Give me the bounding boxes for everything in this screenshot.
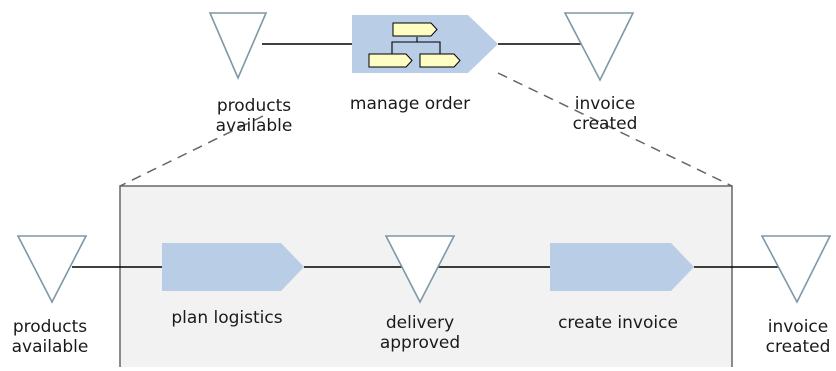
top-end-event-label-line1: invoice [574, 94, 636, 114]
zoom-line-right [497, 72, 733, 187]
detail-function-1-label: plan logistics [157, 308, 297, 328]
top-start-event-label-line1: products [216, 96, 292, 116]
detail-end-event-label-line1: invoice [767, 317, 829, 337]
top-start-event-label-line2: available [215, 116, 293, 136]
top-function-label-text: manage order [349, 94, 471, 114]
detail-start-event-label: products available [0, 317, 100, 357]
zoom-line-left [119, 115, 264, 187]
detail-end-event-label: invoice created [760, 317, 836, 357]
top-end-event-label-line2: created [572, 114, 638, 134]
detail-end-event-shape [760, 235, 832, 304]
detail-middle-event-shape [384, 235, 456, 304]
top-function-label: manage order [340, 94, 480, 114]
detail-start-event-label-line1: products [12, 317, 88, 337]
detail-function-2-label: create invoice [548, 313, 688, 333]
top-start-event-label: products available [204, 96, 304, 136]
detail-middle-event-label-line1: delivery [385, 313, 455, 333]
detail-start-event-shape [16, 235, 88, 304]
top-start-event-shape [208, 12, 268, 81]
detail-start-event-label-line2: available [11, 337, 89, 357]
detail-middle-event-label-line2: approved [379, 333, 461, 353]
detail-function-2-shape[interactable] [550, 243, 694, 291]
top-end-event-label: invoice created [560, 94, 650, 134]
detail-middle-event-label: delivery approved [370, 313, 470, 353]
subprocess-icon [368, 22, 461, 68]
top-end-event-shape [563, 12, 635, 82]
detail-function-2-label-text: create invoice [558, 313, 678, 333]
detail-end-event-label-line2: created [765, 337, 831, 357]
detail-function-1-shape[interactable] [162, 243, 304, 291]
detail-function-1-label-text: plan logistics [171, 308, 283, 328]
